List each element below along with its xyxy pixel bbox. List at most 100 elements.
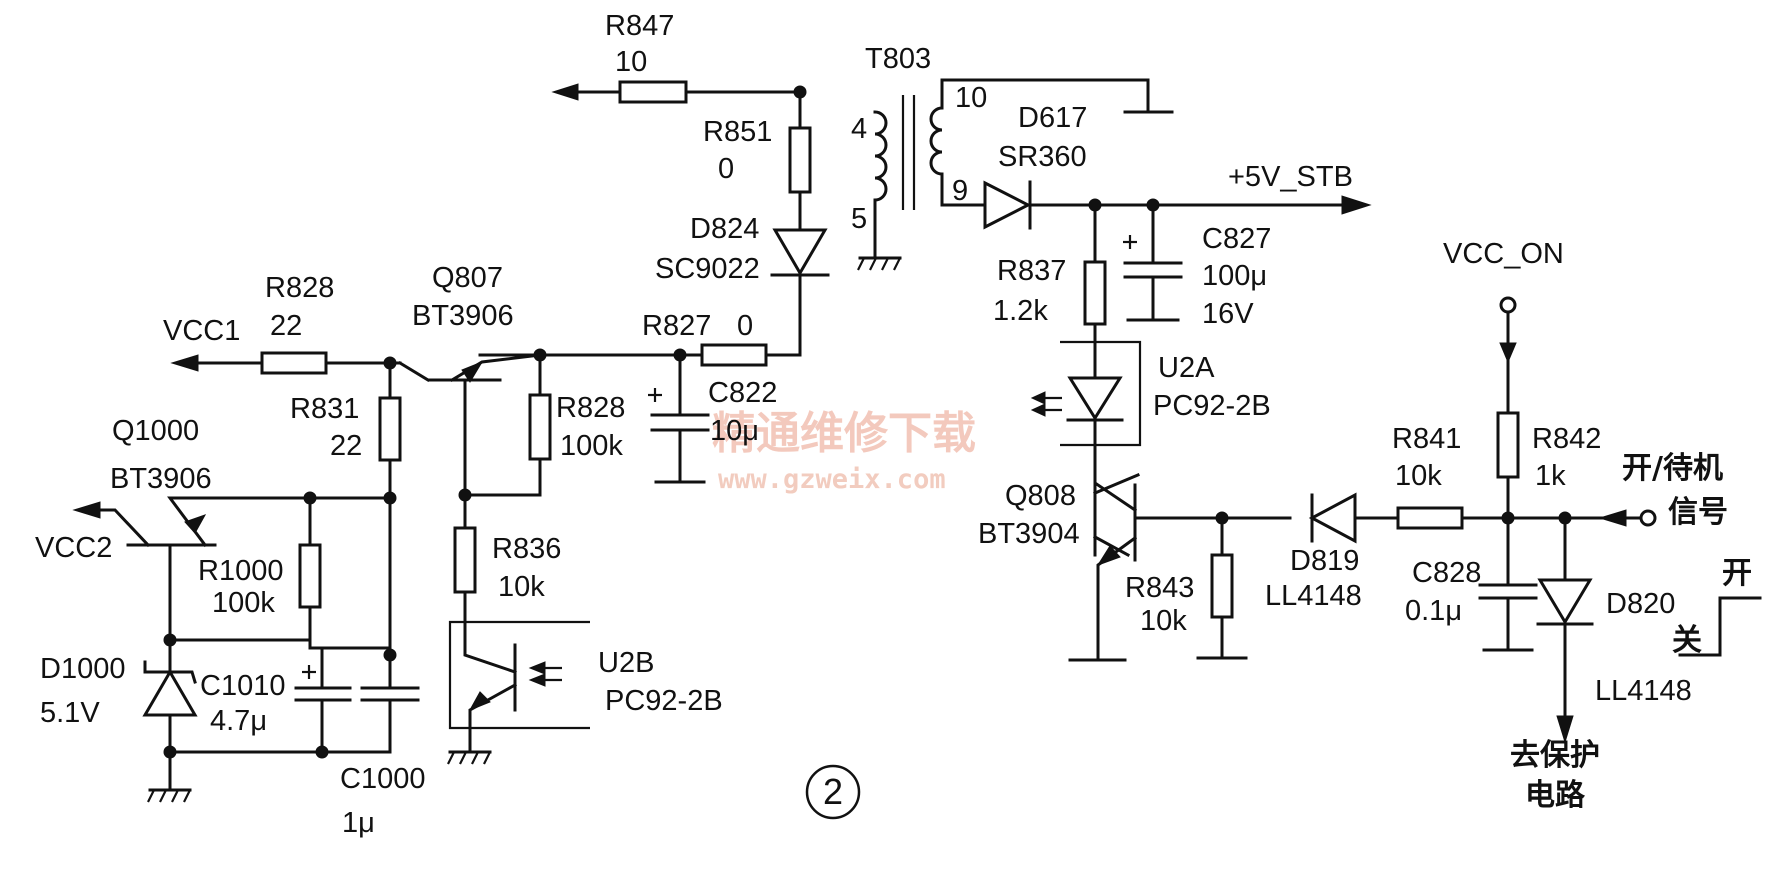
arrow-icon (461, 360, 484, 383)
arrow-left-icon (72, 501, 101, 519)
resistor-r842 (1496, 411, 1520, 479)
net-vcc1: VCC1 (163, 315, 240, 347)
u2b-ref: U2B (598, 647, 654, 679)
capacitor-c822 (648, 353, 710, 484)
r841-val: 10k (1395, 460, 1442, 492)
arrow-down-icon (1499, 342, 1517, 364)
junction-dot (793, 85, 807, 99)
terminal-icon (1639, 509, 1657, 527)
wire (1093, 443, 1138, 513)
capacitor-c827 (1123, 203, 1183, 322)
c822-val: 10μ (710, 415, 759, 447)
r828a-ref: R828 (265, 272, 334, 304)
r836-ref: R836 (492, 533, 561, 565)
diode-d819 (1308, 492, 1357, 544)
resistor-r847 (618, 80, 688, 104)
arrow-left-icon (551, 83, 579, 101)
c827-volt: 16V (1202, 298, 1254, 330)
optocoupler-u2b (448, 620, 590, 754)
diode-d824 (770, 228, 830, 277)
t803-pin9: 9 (952, 175, 968, 207)
r831-val: 22 (330, 430, 362, 462)
d824-ref: D824 (690, 213, 759, 245)
resistor-r828-22 (260, 351, 328, 375)
r843-val: 10k (1140, 605, 1187, 637)
net-vcc-on: VCC_ON (1443, 238, 1564, 270)
signal-label-2: 信号 (1668, 495, 1728, 530)
ground-icon (447, 750, 492, 765)
resistor-r836 (453, 526, 477, 594)
q807-ref: Q807 (432, 262, 503, 294)
r836-val: 10k (498, 571, 545, 603)
protect-label-1: 去保护 (1510, 738, 1600, 773)
wire (1678, 596, 1722, 657)
resistor-r827 (700, 343, 768, 367)
d617-val: SR360 (998, 141, 1087, 173)
arrow-left-icon (1598, 509, 1627, 527)
figure-number-digit: 2 (823, 771, 843, 812)
r842-val: 1k (1535, 460, 1566, 492)
d1000-val: 5.1V (40, 697, 100, 729)
capacitor-c1010 (294, 646, 352, 754)
r843-ref: R843 (1125, 572, 1194, 604)
d819-val: LL4148 (1265, 580, 1362, 612)
c827-val: 100μ (1202, 260, 1267, 292)
c828-ref: C828 (1412, 557, 1481, 589)
net-vcc2: VCC2 (35, 532, 112, 564)
q807-val: BT3906 (412, 300, 514, 332)
arrow-icon (184, 514, 207, 534)
ground-icon (857, 256, 902, 271)
d820-ref: D820 (1606, 588, 1675, 620)
arrow-down-icon (1556, 715, 1574, 744)
r842-ref: R842 (1532, 423, 1601, 455)
c1000-ref: C1000 (340, 763, 425, 795)
d819-ref: D819 (1290, 545, 1359, 577)
t803-pin5: 5 (851, 203, 867, 235)
watermark-url: www.gzweix.com (718, 464, 946, 495)
resistor-r841 (1396, 506, 1464, 530)
q1000-val: BT3906 (110, 463, 212, 495)
diode-d820 (1536, 516, 1594, 720)
r1000-val: 100k (212, 587, 275, 619)
signal-label-1: 开/待机 (1622, 451, 1723, 486)
d820-val: LL4148 (1595, 675, 1692, 707)
t803-pin4: 4 (851, 113, 867, 145)
r847-val: 10 (615, 46, 647, 78)
resistor-r843 (1210, 553, 1234, 619)
resistor-r1000 (298, 543, 322, 609)
t803-pin10: 10 (955, 82, 987, 114)
capacitor-c1000 (360, 653, 420, 754)
net-5v-stb: +5V_STB (1228, 161, 1353, 193)
q1000-collector (96, 508, 151, 548)
capacitor-c828 (1478, 516, 1538, 652)
arrow-icon (1096, 545, 1121, 566)
resistor-r851 (788, 126, 812, 194)
figure-number-circle (805, 764, 861, 820)
q1000-ref: Q1000 (112, 415, 199, 447)
resistor-r837 (1083, 260, 1107, 326)
r828a-val: 22 (270, 310, 302, 342)
c827-ref: C827 (1202, 223, 1271, 255)
r851-val: 0 (718, 153, 734, 185)
c1010-ref: C1010 (200, 670, 285, 702)
q808-ref: Q808 (1005, 480, 1076, 512)
terminal-icon (1499, 296, 1517, 314)
arrow-right-icon (1341, 195, 1372, 215)
protect-label-2: 电路 (1525, 778, 1586, 813)
c1000-val: 1μ (342, 807, 375, 839)
r831-ref: R831 (290, 393, 359, 425)
wire (463, 457, 542, 497)
r827-val: 0 (737, 310, 753, 342)
r1000-ref: R1000 (198, 555, 283, 587)
d824-val: SC9022 (655, 253, 760, 285)
r841-ref: R841 (1392, 423, 1461, 455)
c1010-val: 4.7μ (210, 705, 267, 737)
r837-ref: R837 (997, 255, 1066, 287)
resistor-r828-100k (528, 393, 552, 461)
u2b-val: PC92-2B (605, 685, 723, 717)
r827-ref: R827 (642, 310, 711, 342)
wire (308, 638, 392, 650)
r828b-ref: R828 (556, 392, 625, 424)
optocoupler-u2a (1030, 340, 1142, 447)
